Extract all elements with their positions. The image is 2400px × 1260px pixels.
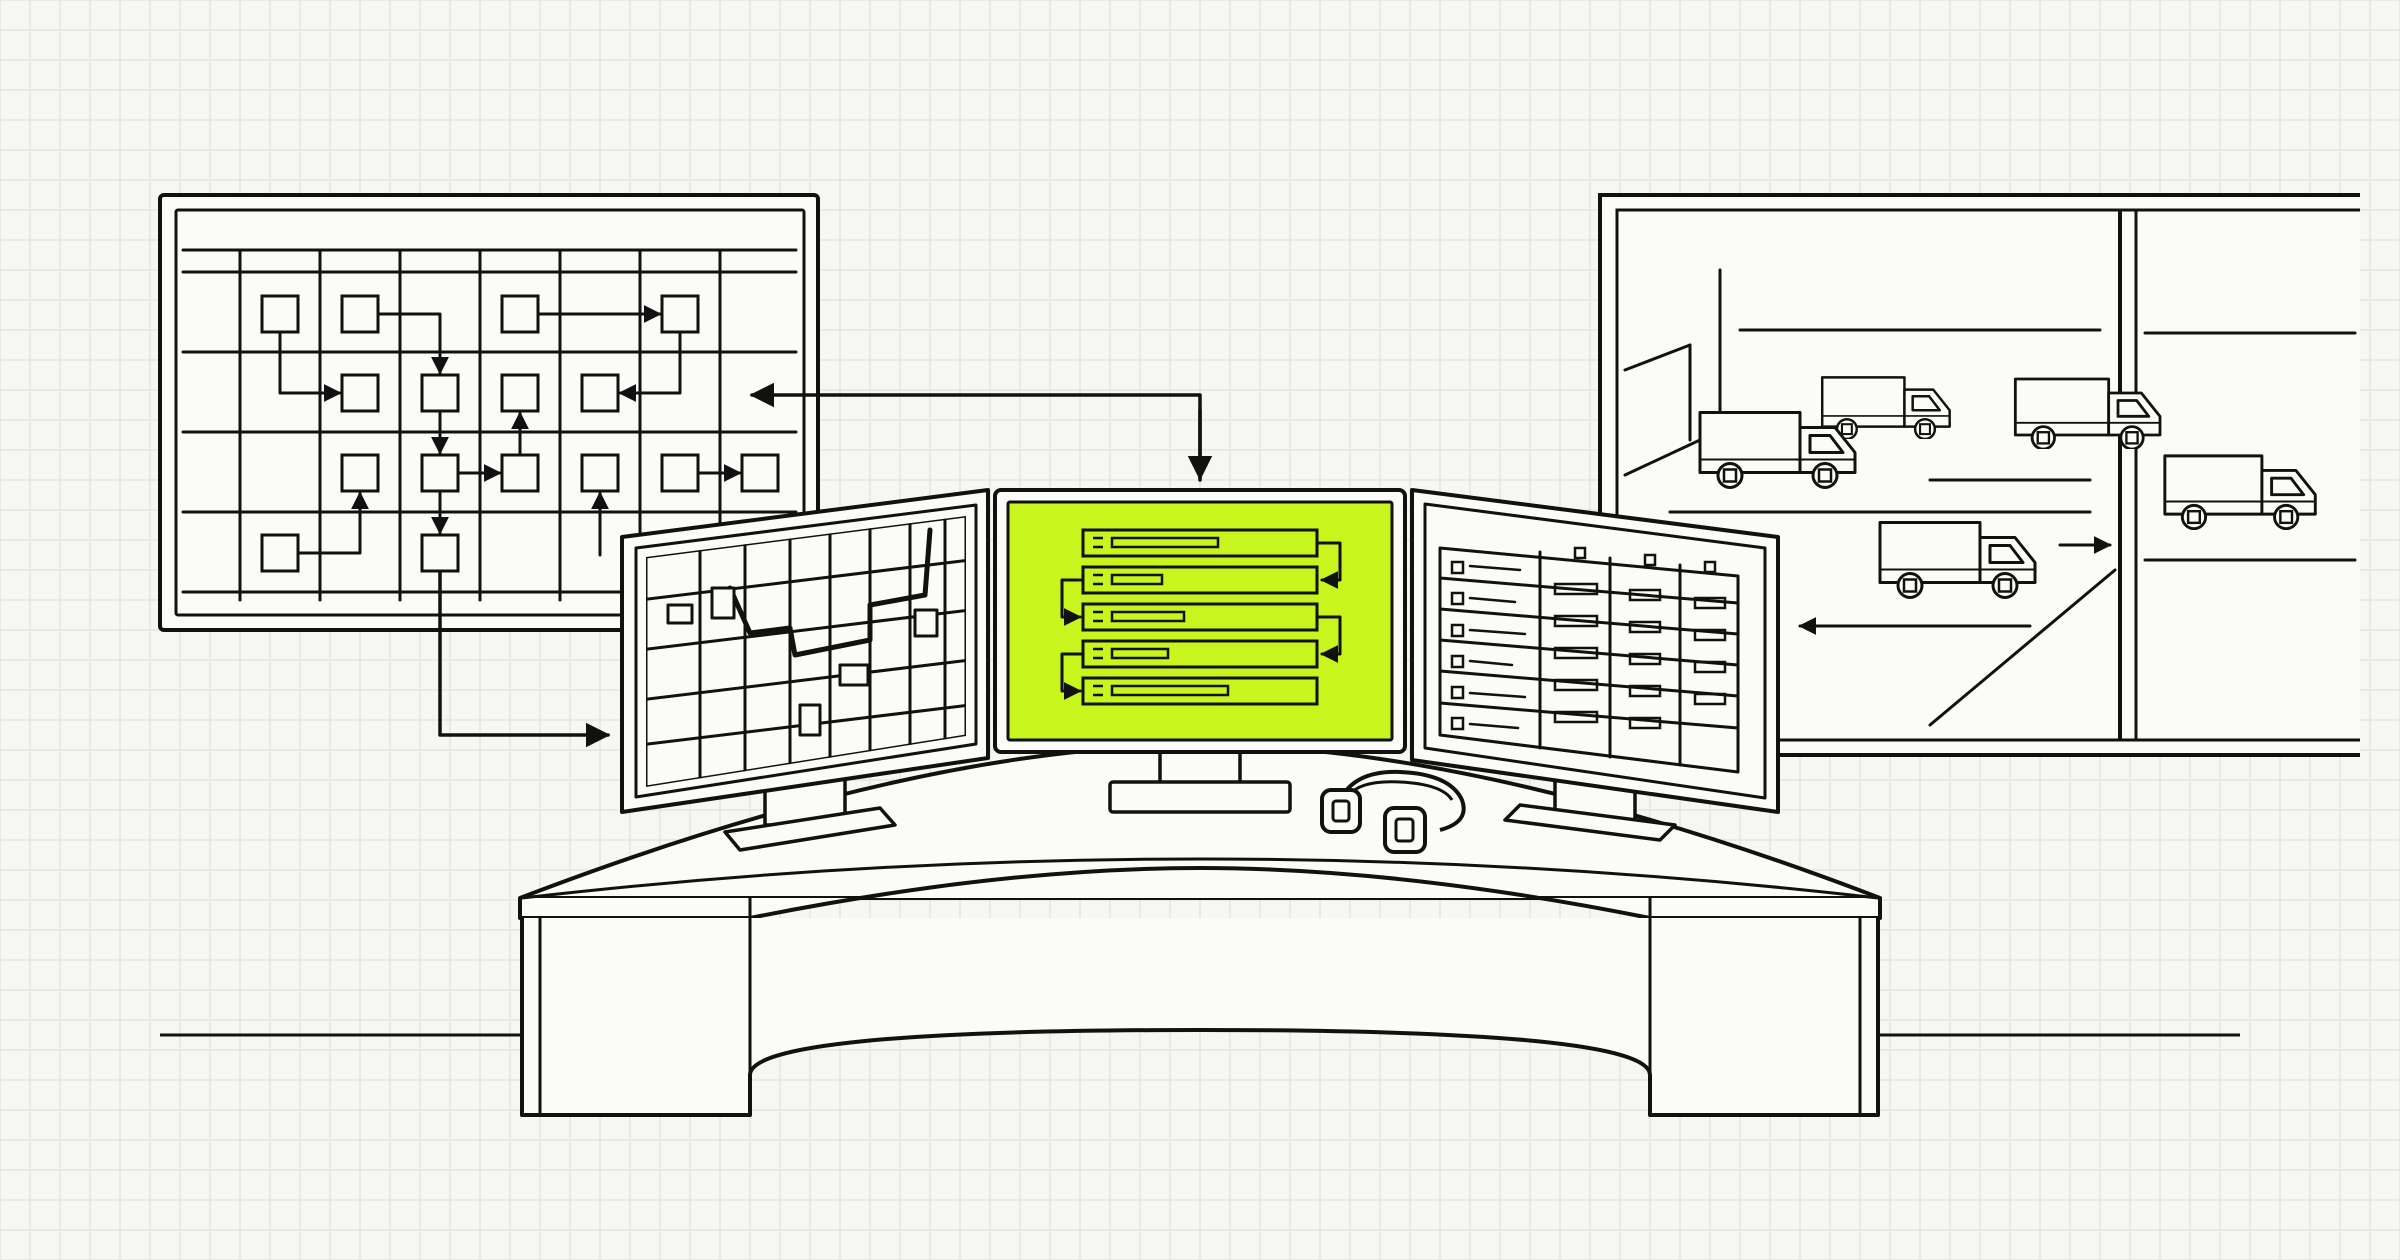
list-item [1081,565,1319,595]
data-table [1438,546,1740,774]
table-row-markers [1450,546,1727,731]
flowchart-grid [181,248,798,602]
flowchart-board-icon [158,193,820,632]
map-monitor-icon [620,488,990,852]
table-row-text [1468,564,1527,730]
list-item [1081,528,1319,558]
flow-arrows [438,382,1213,748]
list-item [1081,639,1319,669]
task-queue-monitor-icon [993,488,1407,814]
list-item [1081,676,1319,706]
flowchart-nodes [260,294,780,573]
headset-icon [1320,769,1466,854]
flowchart-connectors [278,305,742,557]
list-item [1081,602,1319,632]
loading-bay-window [1598,193,2360,757]
task-queue-arrows [1060,541,1342,700]
data-table-monitor-icon [1410,488,1780,842]
task-queue-items [1081,528,1319,706]
